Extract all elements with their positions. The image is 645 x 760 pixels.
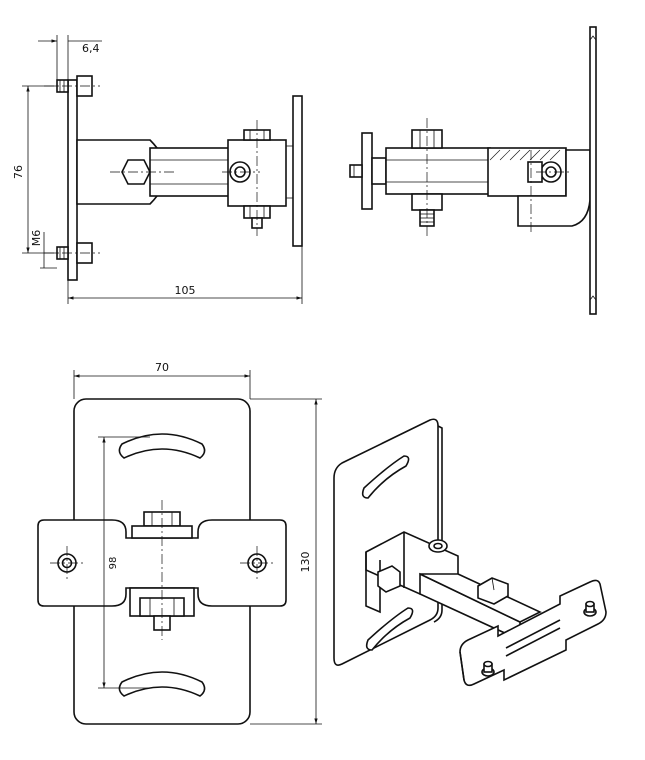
wall-plate-section: [292, 95, 303, 247]
iso-lower-slot: [365, 607, 414, 651]
iso-mount-bracket: [459, 579, 607, 687]
bracket-plate-section: [67, 79, 78, 281]
bracket-plate-section-2: [361, 132, 373, 210]
wall-section: [589, 26, 597, 315]
iso-upper-slot: [361, 455, 410, 499]
arm-tube: [149, 147, 231, 197]
dim-plate-height: 130: [299, 552, 312, 573]
dim-bolt-offset: 6,4: [82, 42, 100, 55]
side-view: 6,4 76 M6 105: [12, 35, 303, 304]
front-view: 70 130 98: [37, 361, 322, 725]
dim-thread: M6: [30, 230, 43, 247]
iso-hex-bolt: [377, 565, 401, 593]
dim-hole-spacing: 76: [12, 165, 25, 179]
dim-slot-spacing: 98: [108, 557, 119, 570]
side-view-extended: [349, 26, 597, 315]
dim-depth: 105: [175, 284, 196, 297]
upper-slot: [118, 433, 206, 459]
dim-plate-width: 70: [155, 361, 169, 374]
arm-tube-2: [385, 147, 491, 195]
lower-slot: [118, 671, 206, 697]
clamp-shell-2: [517, 149, 591, 227]
isometric-view: [333, 418, 607, 687]
